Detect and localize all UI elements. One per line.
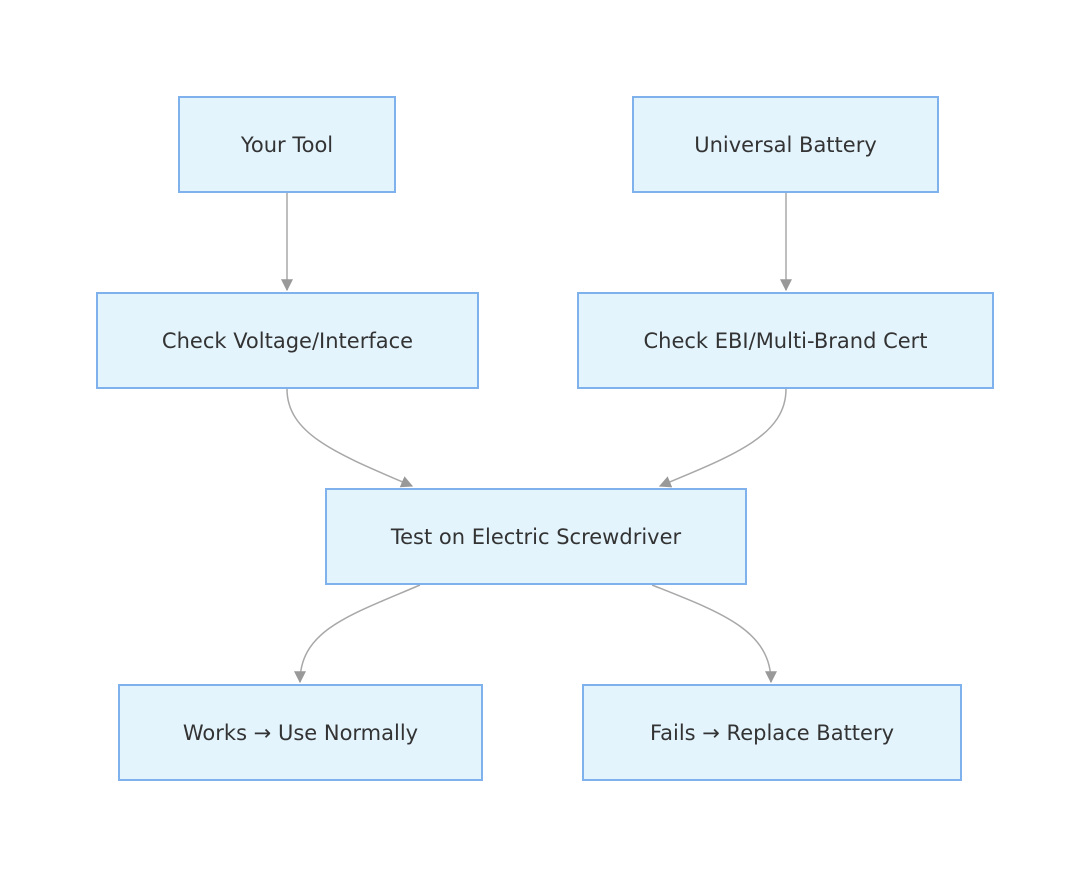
node-your-tool-label: Your Tool bbox=[240, 132, 334, 157]
node-check-voltage-interface: Check Voltage/Interface bbox=[96, 292, 479, 389]
edge-test-to-works bbox=[294, 584, 421, 684]
node-check-ebi-cert-label: Check EBI/Multi-Brand Cert bbox=[643, 328, 928, 353]
node-universal-battery: Universal Battery bbox=[632, 96, 939, 193]
node-your-tool: Your Tool bbox=[178, 96, 396, 193]
edge-check-ebi-to-test bbox=[658, 388, 787, 488]
node-test-electric-screwdriver-label: Test on Electric Screwdriver bbox=[390, 524, 682, 549]
node-test-electric-screwdriver: Test on Electric Screwdriver bbox=[325, 488, 747, 585]
node-check-voltage-interface-label: Check Voltage/Interface bbox=[161, 328, 414, 353]
node-check-ebi-cert: Check EBI/Multi-Brand Cert bbox=[577, 292, 994, 389]
edge-check-voltage-to-test bbox=[286, 388, 414, 488]
node-works-use-normally: Works → Use Normally bbox=[118, 684, 483, 781]
node-universal-battery-label: Universal Battery bbox=[694, 132, 877, 157]
node-works-use-normally-label: Works → Use Normally bbox=[182, 720, 419, 745]
node-fails-replace-battery-label: Fails → Replace Battery bbox=[649, 720, 895, 745]
edge-test-to-fails bbox=[651, 584, 777, 684]
node-fails-replace-battery: Fails → Replace Battery bbox=[582, 684, 962, 781]
